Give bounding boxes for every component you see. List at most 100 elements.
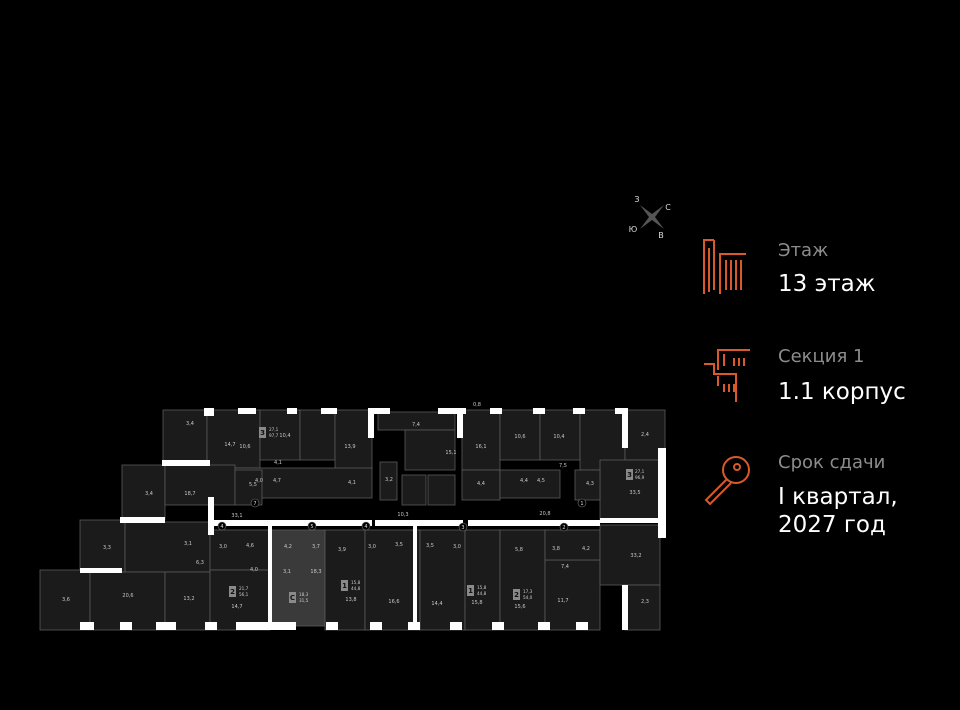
room-area: 33,5 — [629, 490, 640, 496]
elevator — [427, 474, 456, 506]
room[interactable] — [162, 409, 208, 463]
entrance-number: 5 — [310, 524, 313, 530]
room[interactable] — [124, 521, 211, 573]
room-area: 14,7 — [231, 604, 242, 610]
entrance-number: 4 — [220, 524, 223, 530]
badge-total-area: 56,1 — [239, 592, 249, 597]
room[interactable] — [206, 409, 261, 469]
room[interactable] — [299, 409, 336, 461]
room-area: 5,5 — [249, 482, 257, 488]
compass-north: С — [665, 203, 671, 212]
room[interactable] — [89, 571, 166, 631]
section-value: 1.1 корпус — [778, 379, 906, 405]
room[interactable] — [234, 469, 263, 506]
room-area: 14,7 — [224, 442, 235, 448]
room-area: 4,5 — [537, 478, 545, 484]
room-area: 3,8 — [552, 546, 560, 552]
room-area: 4,2 — [284, 544, 292, 550]
room-area: 20,8 — [539, 511, 550, 517]
room[interactable] — [259, 409, 301, 461]
badge-total-area: 97,7 — [269, 433, 279, 438]
room[interactable] — [209, 569, 271, 631]
room-area: 33,2 — [630, 553, 641, 559]
badge-total-area: 44,8 — [351, 586, 361, 591]
building-floor-icon — [703, 239, 746, 294]
room-area: 4,7 — [273, 478, 281, 484]
room-area: 3,2 — [385, 477, 393, 483]
room[interactable] — [419, 529, 466, 631]
room[interactable] — [121, 464, 166, 521]
room-area: 5,8 — [515, 547, 523, 553]
room-area: 4,1 — [274, 460, 282, 466]
room-area: 4,3 — [586, 481, 594, 487]
compass: З С Ю В — [629, 195, 672, 240]
room-area: 13,8 — [345, 597, 356, 603]
delivery-value-line1: I квартал, — [778, 484, 898, 510]
room[interactable] — [499, 409, 541, 461]
room[interactable] — [544, 559, 601, 631]
room[interactable] — [364, 529, 421, 631]
room[interactable] — [574, 469, 601, 501]
room-area: 3,9 — [338, 547, 346, 553]
room-area: 3,7 — [312, 544, 320, 550]
room[interactable] — [379, 461, 398, 501]
room-area: 15,8 — [471, 600, 482, 606]
key-icon — [704, 456, 750, 506]
floor-value: 13 этаж — [778, 271, 876, 297]
room-area: 7,4 — [412, 422, 420, 428]
room[interactable] — [544, 529, 601, 561]
room-area: 4,4 — [477, 481, 485, 487]
badge-living-area: 17,3 — [523, 589, 533, 594]
stairs — [404, 429, 456, 471]
room[interactable] — [624, 584, 661, 631]
room-area: 10,4 — [279, 433, 290, 439]
room-area: 4,4 — [520, 478, 528, 484]
room[interactable] — [599, 524, 661, 586]
room-area: 2,4 — [641, 432, 649, 438]
room[interactable] — [499, 469, 561, 499]
badge-living-area: 21,7 — [239, 586, 249, 591]
section-label: Секция 1 — [778, 346, 865, 367]
room[interactable] — [334, 409, 373, 471]
room-area: 3,5 — [426, 543, 434, 549]
entrance-number: 2 — [562, 525, 565, 531]
room-area: 3,5 — [395, 542, 403, 548]
room[interactable] — [209, 529, 271, 571]
room[interactable] — [464, 529, 501, 631]
room-area: 4,0 — [255, 478, 263, 484]
rooms — [39, 409, 666, 631]
badge-living-area: 15,8 — [477, 585, 487, 590]
walls — [80, 408, 666, 630]
room-area: 3,0 — [453, 544, 461, 550]
badge-living-area: 27,1 — [269, 427, 279, 432]
compass-star-icon — [640, 205, 664, 229]
room-area: 10,6 — [514, 434, 525, 440]
room[interactable] — [164, 571, 211, 631]
entrance-number: 1 — [580, 501, 583, 507]
room-area: 7,5 — [559, 463, 567, 469]
building-section-icon — [704, 349, 750, 402]
room-area: 3,1 — [283, 569, 291, 575]
room-area: 3,6 — [62, 597, 70, 603]
room-area: 18,7 — [184, 491, 195, 497]
studio-highlighted[interactable] — [269, 529, 326, 627]
compass-south: Ю — [629, 225, 638, 234]
room-area: 16,1 — [475, 444, 486, 450]
room-area: 3,3 — [103, 545, 111, 551]
room-area: 3,4 — [186, 421, 194, 427]
badge-living-area: 15,8 — [351, 580, 361, 585]
room-area: 16,6 — [388, 599, 399, 605]
room[interactable] — [164, 464, 236, 506]
room-area: 13,2 — [183, 596, 194, 602]
room-area: 4,0 — [250, 567, 258, 573]
room[interactable] — [461, 409, 501, 471]
room[interactable] — [499, 529, 546, 631]
